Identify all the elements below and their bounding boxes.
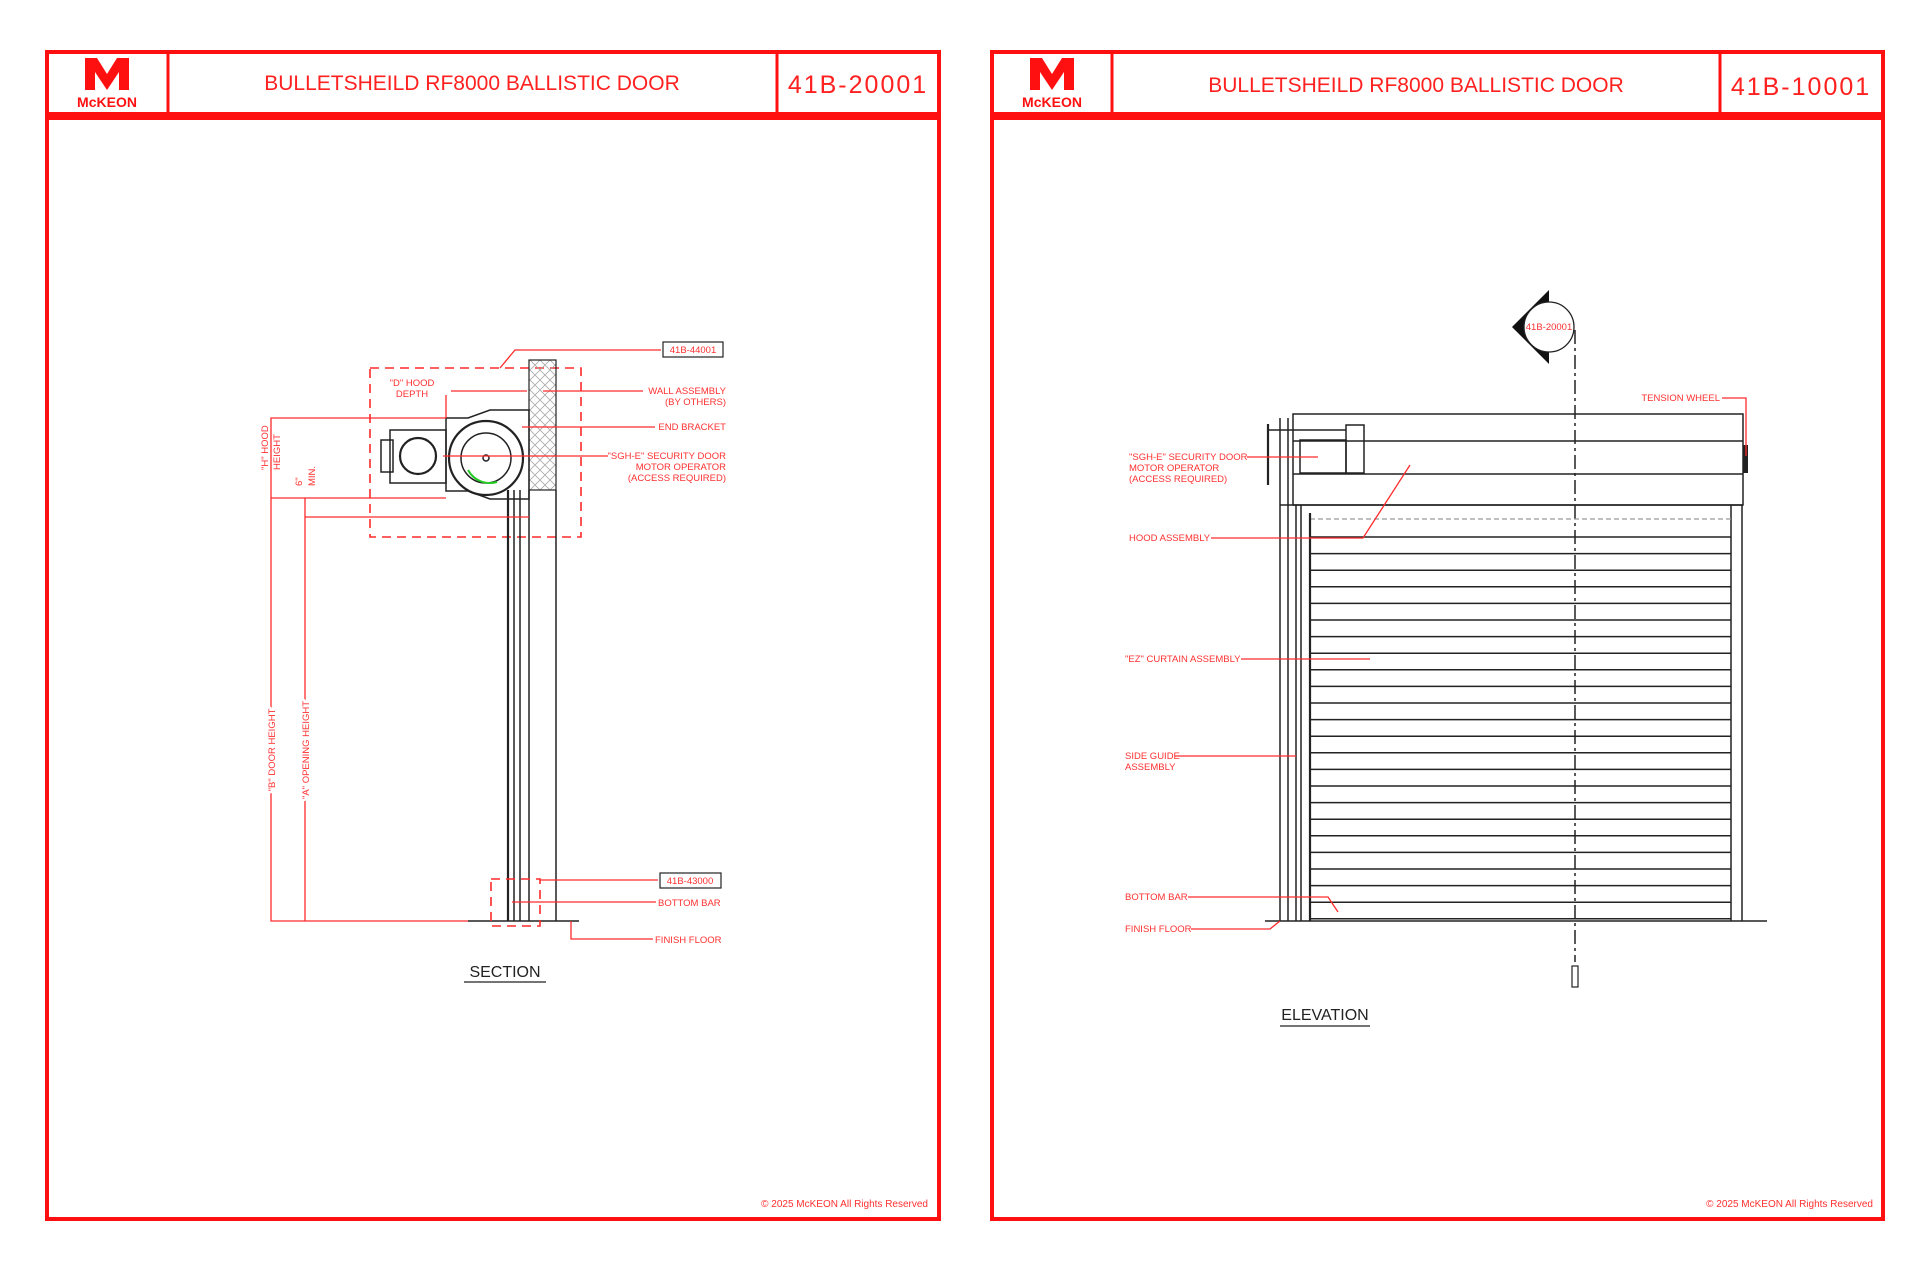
hood-height-label: "H" HOOD <box>260 425 271 470</box>
title-block <box>45 50 941 116</box>
view-caption: ELEVATION <box>1281 1007 1368 1024</box>
ref-top-label: 41B-44001 <box>670 345 716 356</box>
wall-assembly-label: (BY OTHERS) <box>665 397 726 408</box>
elevation-drawing: 41B-20001 TENSION WHEEL "SG <box>1125 290 1767 988</box>
mckeon-logo: McKEON <box>77 58 137 110</box>
bottom-bar-label: BOTTOM BAR <box>1125 892 1188 903</box>
hood-depth-label: DEPTH <box>396 389 428 400</box>
sheet-border <box>990 116 1885 1221</box>
wall-assembly-label: WALL ASSEMBLY <box>648 386 726 397</box>
curtain-coil-icon <box>447 419 525 497</box>
copyright: © 2025 McKEON All Rights Reserved <box>761 1199 928 1210</box>
motor-operator-label: "SGH-E" SECURITY DOOR <box>608 451 727 462</box>
motor-operator-label: "SGH-E" SECURITY DOOR <box>1129 452 1248 463</box>
opening-height-label: "A" OPENING HEIGHT <box>301 701 312 799</box>
hood-assembly-label: HOOD ASSEMBLY <box>1129 533 1211 544</box>
mckeon-logo: McKEON <box>1022 58 1082 110</box>
copyright: © 2025 McKEON All Rights Reserved <box>1706 1199 1873 1210</box>
hood-height-label: HEIGHT <box>272 434 283 470</box>
sheet-border <box>45 116 941 1221</box>
section-drawing: 41B-44001 WALL ASSEMBLY (BY OTHERS) "D" … <box>260 341 727 946</box>
sheet-title: BULLETSHEILD RF8000 BALLISTIC DOOR <box>264 72 679 95</box>
end-bracket-label: END BRACKET <box>658 422 726 433</box>
drawing-number: 41B-20001 <box>788 71 928 99</box>
min-clearance-label: 6" <box>294 477 305 486</box>
door-height-label: "B" DOOR HEIGHT <box>267 708 278 791</box>
curtain-slats <box>1310 536 1731 920</box>
hood-depth-label: "D" HOOD <box>390 378 435 389</box>
sheet-elevation: McKEON BULLETSHEILD RF8000 BALLISTIC DOO… <box>990 50 1885 1221</box>
title-block <box>990 50 1885 116</box>
finish-floor-label: FINISH FLOOR <box>1125 924 1192 935</box>
finish-floor-label: FINISH FLOOR <box>655 935 722 946</box>
sheet-title: BULLETSHEILD RF8000 BALLISTIC DOOR <box>1208 74 1623 97</box>
view-caption: SECTION <box>469 964 540 981</box>
drawing-number: 41B-10001 <box>1731 73 1871 101</box>
min-clearance-label: MIN. <box>307 466 318 486</box>
svg-text:McKEON: McKEON <box>1022 94 1082 110</box>
motor-operator-label: (ACCESS REQUIRED) <box>628 473 726 484</box>
sheet-section: McKEON BULLETSHEILD RF8000 BALLISTIC DOO… <box>45 50 941 1221</box>
motor-operator-label: (ACCESS REQUIRED) <box>1129 474 1227 485</box>
side-guide-label: SIDE GUIDE <box>1125 751 1180 762</box>
motor-operator-label: MOTOR OPERATOR <box>1129 463 1219 474</box>
tension-wheel-icon <box>1743 445 1748 473</box>
side-guide-label: ASSEMBLY <box>1125 762 1176 773</box>
tension-wheel-label: TENSION WHEEL <box>1641 393 1720 404</box>
curtain-assembly-label: "EZ" CURTAIN ASSEMBLY <box>1125 654 1241 665</box>
ref-bottom-label: 41B-43000 <box>667 876 713 887</box>
section-marker-label: 41B-20001 <box>1526 322 1572 333</box>
motor-operator-label: MOTOR OPERATOR <box>636 462 726 473</box>
bottom-bar-label: BOTTOM BAR <box>658 898 721 909</box>
svg-text:McKEON: McKEON <box>77 94 137 110</box>
